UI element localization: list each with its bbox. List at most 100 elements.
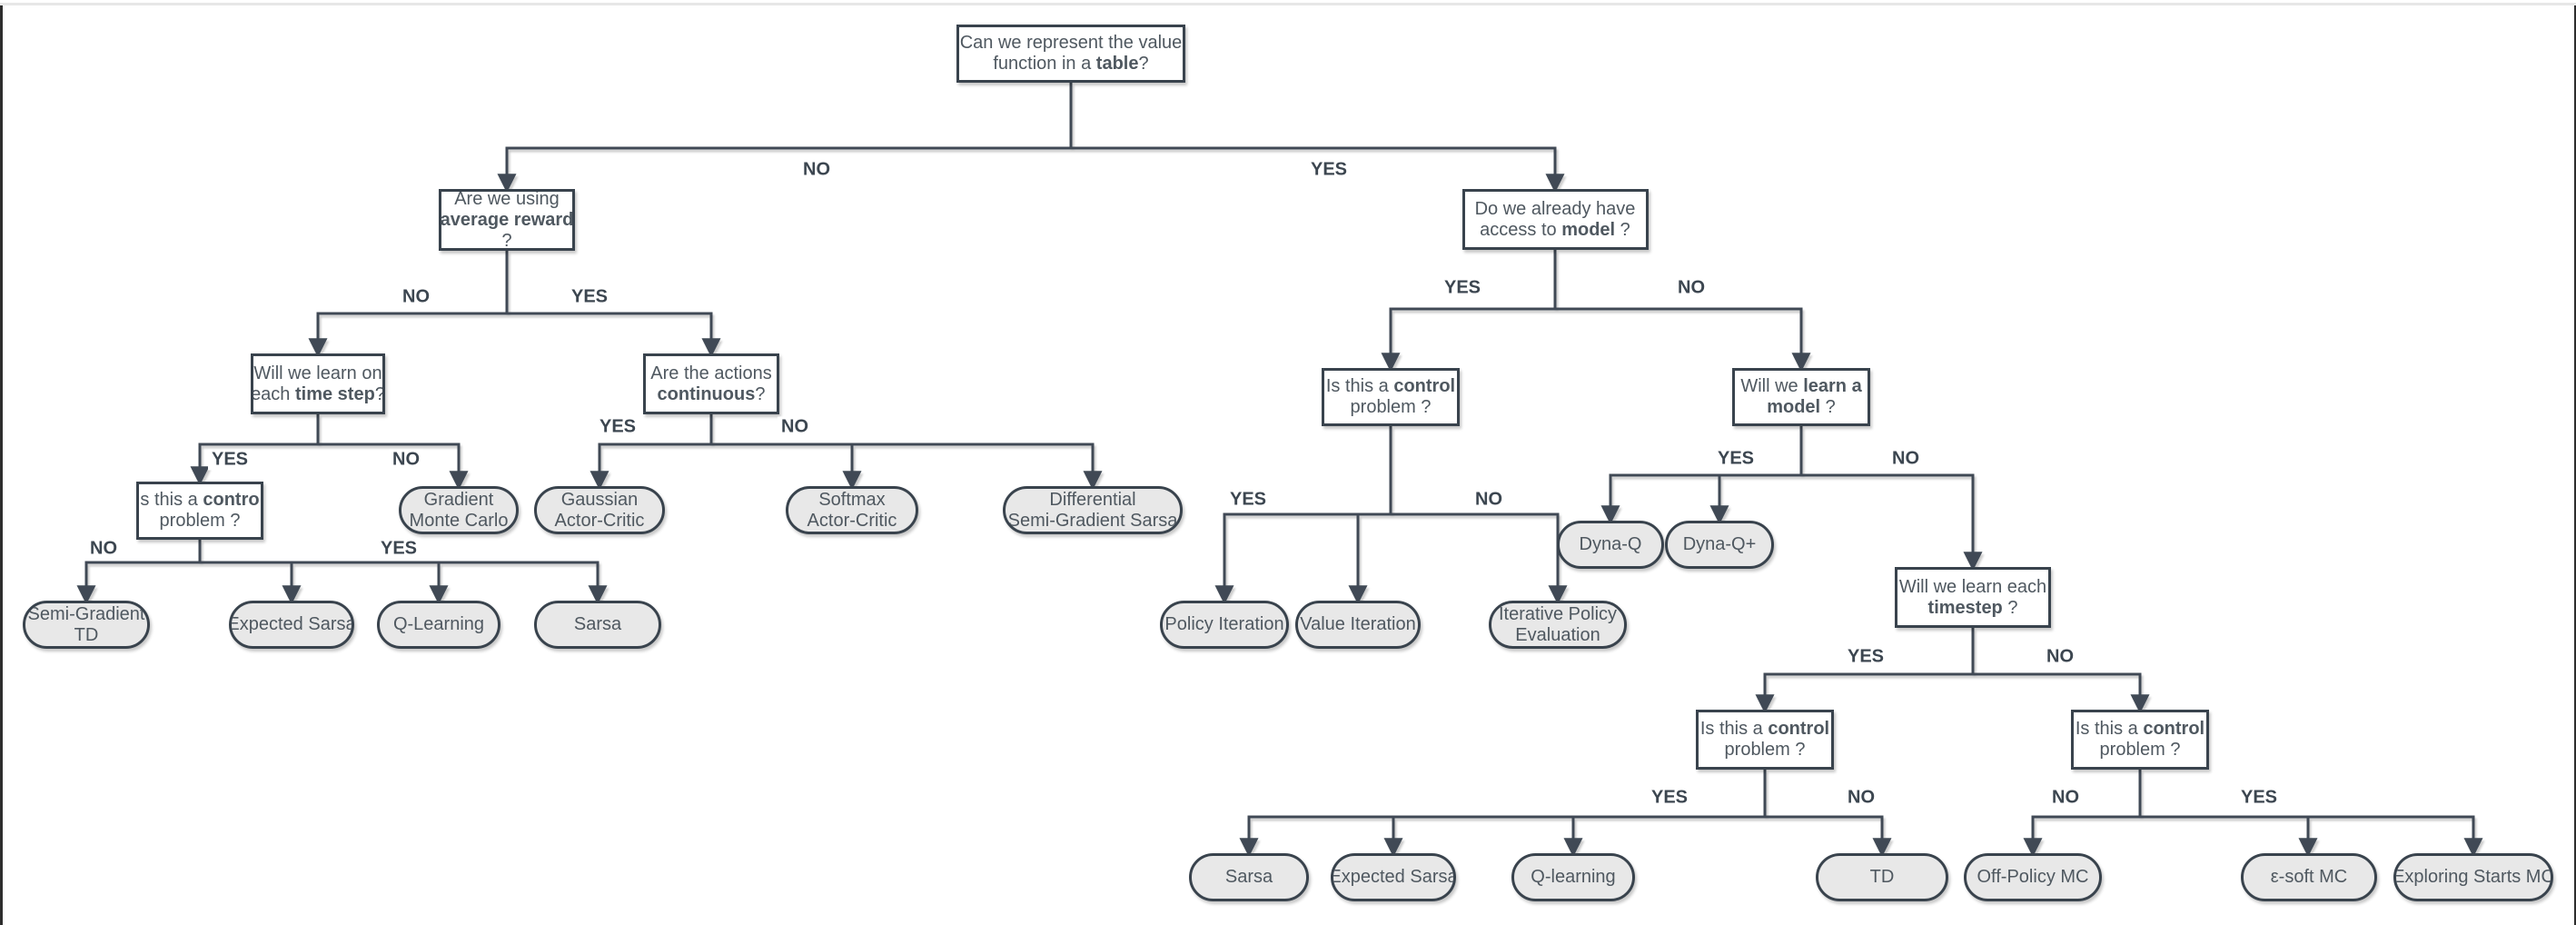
node-label-line: Will we learn on	[253, 363, 382, 383]
node-label-line: Expected Sarsa	[1331, 867, 1456, 887]
node-label-line: timestep ?	[1927, 597, 2018, 618]
edge-connector-18	[1600, 426, 1803, 525]
canvas-top-divider	[0, 3, 2576, 5]
edge-connector-24	[1383, 770, 1767, 858]
edge-connector-25	[1563, 770, 1767, 858]
edge-label-no-13: NO	[1471, 489, 1506, 511]
node-label-line: Will we learn each	[1898, 576, 2047, 597]
edge-connector-23	[1239, 770, 1767, 858]
edge-label-yes-16: YES	[1843, 646, 1888, 668]
node-label-line: access to model ?	[1480, 219, 1630, 240]
node-label-line: Gradient	[423, 489, 494, 510]
edge-label-no-0: NO	[799, 159, 834, 181]
node-label-line: problem ?	[1350, 397, 1432, 417]
node-policy-iteration: Policy Iteration	[1160, 601, 1289, 649]
edge-connector-5	[316, 414, 469, 491]
node-label-line: Iterative Policy	[1498, 603, 1618, 624]
edge-connector-14	[1553, 250, 1811, 373]
node-label-line: Is this a control	[1325, 376, 1456, 396]
edge-connector-0	[497, 83, 1073, 194]
edge-label-yes-21: YES	[2236, 787, 2282, 809]
edge-connector-8	[709, 414, 1103, 491]
node-label-line: each time step?	[251, 383, 385, 404]
edge-connector-13	[1381, 250, 1557, 373]
node-label-line: problem ?	[2099, 740, 2181, 760]
node-label-line: Monte Carlo	[409, 510, 509, 531]
edge-connector-12	[198, 540, 608, 605]
node-label-line: TD	[74, 624, 99, 645]
node-sarsa-bottom: Sarsa	[1189, 853, 1309, 901]
node-label-line: Do we already have	[1474, 198, 1636, 219]
node-label-line: Q-learning	[1531, 867, 1616, 887]
node-label-line: Q-Learning	[392, 614, 485, 634]
edge-connector-16	[1348, 426, 1392, 605]
edge-connector-4	[190, 414, 320, 486]
node-label-line: ?	[501, 230, 512, 251]
node-label-line: Are we using	[454, 189, 560, 209]
node-label-line: Sarsa	[1224, 867, 1273, 887]
node-label-line: Softmax	[818, 489, 886, 510]
node-label-line: Sarsa	[573, 614, 622, 634]
edge-label-yes-3: YES	[567, 286, 612, 308]
node-label-line: Is this a control	[136, 490, 263, 510]
node-value-iteration: Value Iteration	[1295, 601, 1421, 649]
edge-connector-29	[2138, 770, 2483, 858]
node-label-line: Exploring Starts MC	[2393, 867, 2553, 887]
edge-label-no-19: NO	[1844, 787, 1878, 809]
canvas-left-border	[0, 5, 3, 925]
edge-connector-17	[1389, 426, 1568, 605]
edge-label-no-20: NO	[2048, 787, 2083, 809]
node-label-line: Is this a control	[2075, 719, 2205, 739]
edge-label-yes-18: YES	[1647, 787, 1692, 809]
node-label-line: function in a table?	[993, 54, 1149, 74]
node-label-line: model ?	[1767, 397, 1836, 417]
edge-label-yes-10: YES	[1440, 277, 1485, 299]
edge-label-yes-14: YES	[1713, 448, 1759, 470]
edge-label-no-11: NO	[1674, 277, 1709, 299]
node-label-line: problem ?	[1724, 740, 1806, 760]
node-q-learning-bottom: Q-learning	[1511, 853, 1635, 901]
node-label-line: average reward	[440, 209, 574, 230]
node-label-line: Expected Sarsa	[229, 614, 354, 634]
node-label-line: Actor-Critic	[807, 510, 897, 531]
edge-connector-21	[1755, 628, 1975, 714]
node-label-line: Will we learn a	[1740, 376, 1862, 396]
node-label-line: Dyna-Q	[1579, 534, 1642, 554]
node-label-line: Semi-Gradient Sarsa	[1007, 510, 1178, 531]
edge-label-yes-1: YES	[1306, 159, 1352, 181]
edge-label-no-5: NO	[389, 449, 423, 471]
edge-connector-1	[1069, 83, 1565, 194]
node-label-line: continuous?	[657, 383, 766, 404]
node-dyna-q-plus: Dyna-Q+	[1665, 521, 1774, 569]
node-exploring-starts-mc: Exploring Starts MC	[2393, 853, 2553, 901]
node-label-line: Semi-Gradient	[27, 603, 145, 624]
node-label-line: Evaluation	[1515, 624, 1600, 645]
edge-label-no-2: NO	[399, 286, 433, 308]
edge-connector-27	[2023, 770, 2142, 858]
node-label-line: Is this a control	[1699, 719, 1830, 739]
edge-connector-26	[1763, 770, 1892, 858]
edge-connector-22	[1971, 628, 2150, 714]
node-expected-sarsa-left: Expected Sarsa	[229, 601, 354, 649]
node-expected-sarsa-bottom: Expected Sarsa	[1331, 853, 1456, 901]
node-label-line: Actor-Critic	[554, 510, 645, 531]
node-label-line: TD	[1869, 867, 1895, 887]
edge-connector-19	[1709, 426, 1803, 525]
edge-label-no-17: NO	[2043, 646, 2077, 668]
node-label-line: Policy Iteration	[1164, 614, 1284, 634]
